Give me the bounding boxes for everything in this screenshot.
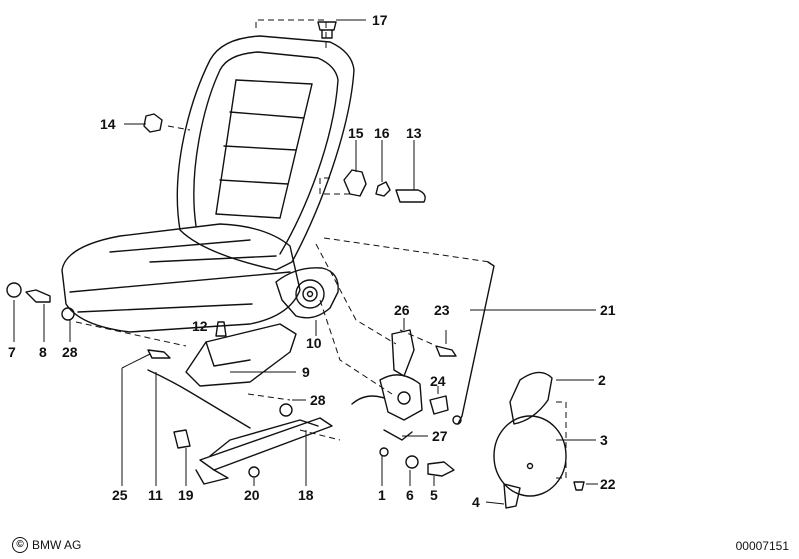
callout-7: 7 (8, 344, 16, 360)
washer-28-right (279, 403, 293, 417)
callout-19: 19 (178, 487, 194, 503)
document-number: 00007151 (735, 539, 789, 553)
washer-20 (248, 466, 260, 478)
callout-27: 27 (432, 428, 448, 444)
callout-8: 8 (39, 344, 47, 360)
callout-20: 20 (244, 487, 260, 503)
callout-3: 3 (600, 432, 608, 448)
cover-lever (503, 483, 521, 509)
callout-2: 2 (598, 372, 606, 388)
bolt-8 (25, 289, 51, 303)
brand-name: BMW AG (32, 538, 82, 552)
bolt-19 (173, 429, 191, 449)
seat-rail (195, 417, 333, 485)
release-cable (147, 369, 251, 429)
callout-1: 1 (378, 487, 386, 503)
seat-cushion (61, 223, 301, 333)
callout-16: 16 (374, 125, 390, 141)
callout-17: 17 (372, 12, 388, 28)
recliner-mechanism (351, 329, 449, 441)
cover-upper (509, 371, 553, 425)
bolt-5 (427, 461, 455, 477)
release-cable-end (147, 349, 171, 359)
washer-1 (379, 447, 389, 457)
cap-7 (6, 282, 22, 298)
callout-9: 9 (302, 364, 310, 380)
adjusting-rod (457, 261, 495, 425)
callout-11: 11 (148, 487, 163, 503)
callout-24: 24 (430, 373, 446, 389)
callout-25: 25 (112, 487, 128, 503)
hinge-cover (275, 267, 339, 319)
leader-lines (13, 19, 598, 505)
callout-14: 14 (100, 116, 116, 132)
callout-21: 21 (600, 302, 616, 318)
headrest-clip (317, 21, 337, 39)
callout-28-left: 28 (62, 344, 78, 360)
callout-10: 10 (306, 335, 322, 351)
callout-18: 18 (298, 487, 314, 503)
front-trim-panel (185, 323, 297, 387)
lever-knob (395, 189, 426, 203)
callout-4: 4 (472, 494, 480, 510)
copyright-symbol: © (12, 537, 28, 553)
callout-5: 5 (430, 487, 438, 503)
seat-backrest (176, 35, 355, 271)
callout-28-right: 28 (310, 392, 326, 408)
assembly-lines (75, 19, 567, 479)
screw-22 (573, 481, 585, 491)
callout-15: 15 (348, 125, 364, 141)
front-trim-edge (205, 341, 251, 367)
bolt-23 (435, 345, 457, 357)
washer-6 (405, 455, 419, 469)
washer-28-left (61, 307, 75, 321)
callout-26: 26 (394, 302, 410, 318)
callout-12: 12 (192, 318, 208, 334)
copyright-brand: © BMW AG (12, 537, 81, 553)
callout-23: 23 (434, 302, 450, 318)
lever-clip (375, 181, 391, 197)
callout-6: 6 (406, 487, 414, 503)
lever-bracket (343, 169, 367, 197)
pin-12 (215, 321, 227, 337)
trim-clip (143, 113, 163, 133)
callout-22: 22 (600, 476, 616, 492)
callout-13: 13 (406, 125, 422, 141)
callout-labels: 17 14 15 16 13 21 12 10 26 23 9 24 28 27… (8, 12, 616, 510)
